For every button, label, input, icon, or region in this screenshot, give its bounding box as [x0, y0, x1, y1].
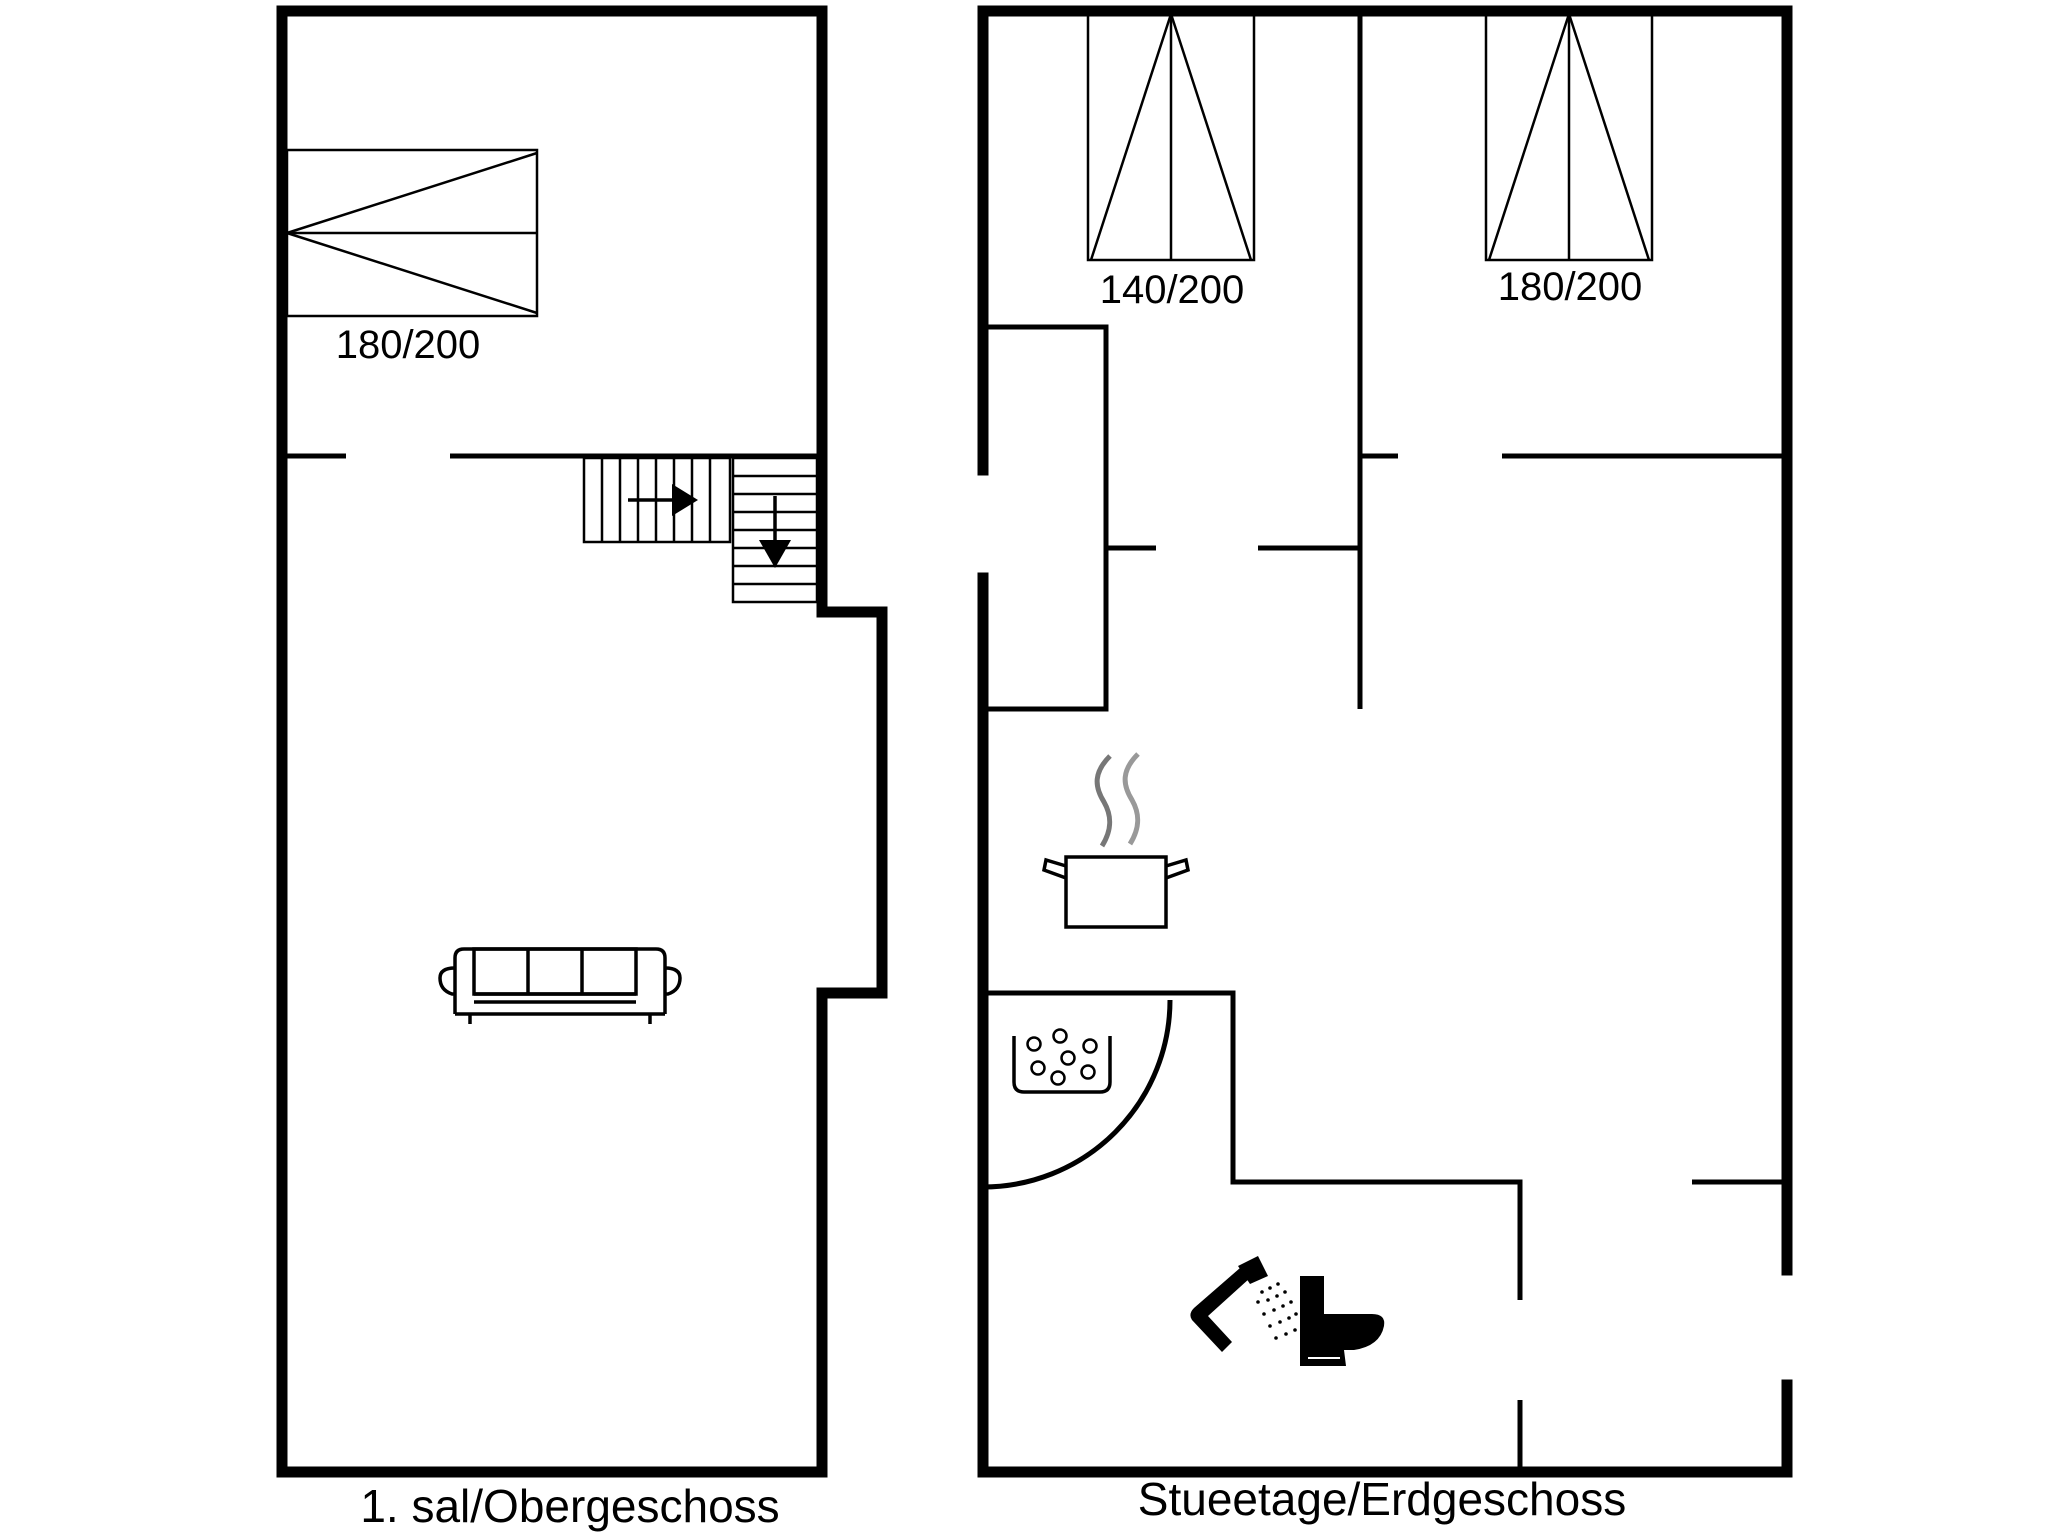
upper-bed-size-label: 180/200	[336, 323, 481, 367]
upper-floor-caption: 1. sal/Obergeschoss	[360, 1480, 779, 1532]
sofa-icon	[438, 947, 682, 1024]
ground-interior-walls	[983, 11, 1787, 1472]
shower-icon	[1190, 1256, 1298, 1352]
ground-floor: 140/200 180/200	[977, 5, 1793, 1525]
upper-floor-outer-walls	[276, 5, 888, 1478]
ground-bed-right-size-label: 180/200	[1498, 265, 1643, 309]
ground-floor-outer-walls	[977, 5, 1793, 1276]
toilet-icon	[1300, 1276, 1385, 1366]
ground-floor-caption: Stueetage/Erdgeschoss	[1138, 1473, 1626, 1525]
ground-floor-outer-walls-lower	[977, 572, 1793, 1478]
cooking-pot-icon	[1041, 752, 1191, 929]
staircase-icon	[582, 456, 819, 604]
bed-icon	[1086, 12, 1256, 262]
door-swing-icon	[982, 999, 1173, 1190]
sauna-icon	[1012, 1028, 1112, 1094]
upper-floor: 180/200	[276, 5, 888, 1532]
ground-bed-left-size-label: 140/200	[1100, 268, 1245, 312]
bed-icon	[1484, 12, 1654, 262]
bed-icon	[285, 148, 539, 318]
